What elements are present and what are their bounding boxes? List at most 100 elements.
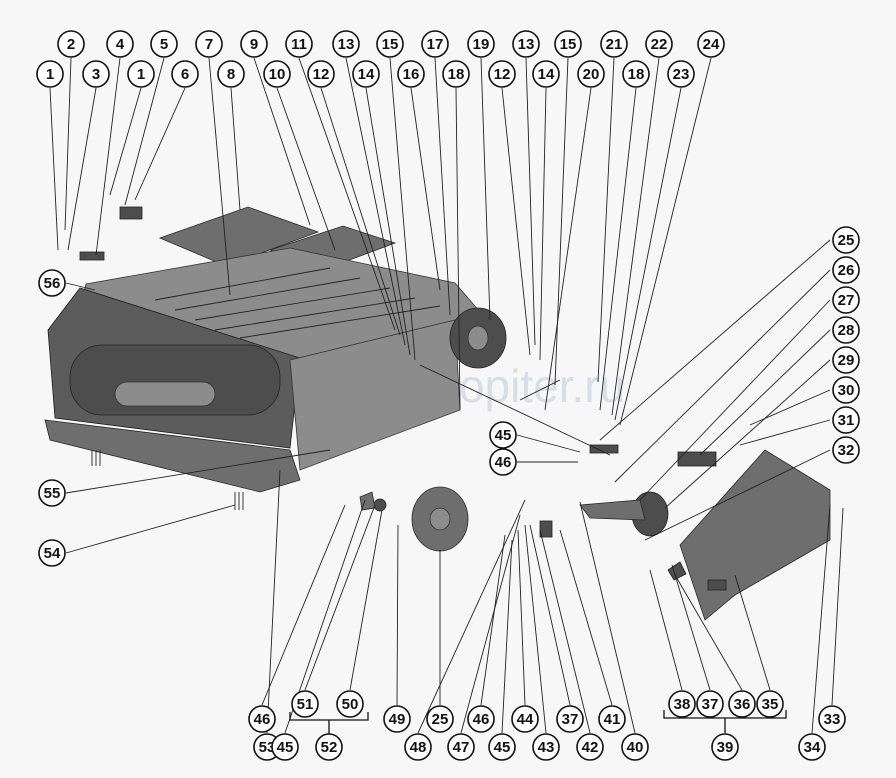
callout-number: 34 <box>804 739 821 756</box>
callout-number: 1 <box>137 66 145 83</box>
callout-number: 13 <box>518 36 535 53</box>
callout-22: 22 <box>645 30 673 58</box>
base-rail <box>44 419 301 493</box>
callout-number: 13 <box>338 36 355 53</box>
callout-37: 37 <box>696 690 724 718</box>
callout-number: 45 <box>494 739 511 756</box>
callout-layer: 1234156789101112131415161718191213141520… <box>36 30 860 761</box>
callout-circle <box>621 733 649 761</box>
callout-circle <box>622 60 650 88</box>
callout-circle <box>832 346 860 374</box>
callout-number: 35 <box>762 696 779 713</box>
callout-number: 4 <box>116 36 125 53</box>
group-bracket-52 <box>289 712 369 734</box>
callout-number: 18 <box>628 66 645 83</box>
small-parts <box>79 206 831 621</box>
callout-circle <box>171 60 199 88</box>
callout-number: 21 <box>606 36 623 53</box>
bolts-55 <box>91 450 101 466</box>
callout-number: 36 <box>734 696 751 713</box>
callout-circle <box>421 30 449 58</box>
pin-4 <box>79 251 105 261</box>
callout-14: 14 <box>532 60 560 88</box>
callout-circle <box>711 733 739 761</box>
callout-number: 6 <box>181 66 189 83</box>
callout-circle <box>532 733 560 761</box>
callout-number: 56 <box>44 275 61 292</box>
callout-circle <box>668 690 696 718</box>
callout-number: 53 <box>259 739 276 756</box>
callout-6: 6 <box>171 60 199 88</box>
callout-circle <box>488 733 516 761</box>
callout-46: 46 <box>248 705 276 733</box>
callout-38: 38 <box>668 690 696 718</box>
callout-number: 12 <box>494 66 511 83</box>
callout-circle <box>489 421 517 449</box>
callout-number: 46 <box>473 711 490 728</box>
washer-51 <box>359 491 376 511</box>
callout-30: 30 <box>832 376 860 404</box>
callout-circle <box>818 705 846 733</box>
callout-41: 41 <box>598 705 626 733</box>
callout-circle <box>263 60 291 88</box>
callout-number: 19 <box>473 36 490 53</box>
callout-10: 10 <box>263 60 291 88</box>
callout-circle <box>467 705 495 733</box>
callout-13: 13 <box>512 30 540 58</box>
callout-circle <box>511 705 539 733</box>
callout-number: 45 <box>495 427 512 444</box>
callout-39: 39 <box>711 733 739 761</box>
callout-circle <box>832 256 860 284</box>
callout-circle <box>645 30 673 58</box>
callout-number: 25 <box>838 232 855 249</box>
callout-circle <box>217 60 245 88</box>
callout-number: 33 <box>824 711 841 728</box>
callout-2: 2 <box>57 30 85 58</box>
callout-25: 25 <box>832 226 860 254</box>
frame-slats <box>154 267 441 339</box>
lever-40 <box>579 499 646 521</box>
callout-number: 40 <box>627 739 644 756</box>
callout-circle <box>832 316 860 344</box>
callout-number: 38 <box>674 696 691 713</box>
latch-36 <box>667 561 687 581</box>
callout-1: 1 <box>127 60 155 88</box>
callout-number: 28 <box>838 322 855 339</box>
callout-45: 45 <box>271 733 299 761</box>
callout-34: 34 <box>798 733 826 761</box>
callout-15: 15 <box>376 30 404 58</box>
callout-15: 15 <box>554 30 582 58</box>
callout-circle <box>489 448 517 476</box>
callout-number: 11 <box>291 36 307 53</box>
callout-18: 18 <box>622 60 650 88</box>
callout-circle <box>426 705 454 733</box>
callout-number: 7 <box>205 36 213 53</box>
callout-number: 27 <box>838 292 855 309</box>
callout-13: 13 <box>332 30 360 58</box>
callout-number: 9 <box>250 36 258 53</box>
bolts-54 <box>234 492 244 510</box>
callout-number: 23 <box>673 66 690 83</box>
callout-1: 1 <box>36 60 64 88</box>
callout-number: 50 <box>342 696 359 713</box>
callout-circle <box>82 60 110 88</box>
callout-21: 21 <box>600 30 628 58</box>
callout-19: 19 <box>467 30 495 58</box>
callout-number: 46 <box>495 454 512 471</box>
callout-circle <box>598 705 626 733</box>
callout-circle <box>315 733 343 761</box>
callout-35: 35 <box>756 690 784 718</box>
callout-number: 46 <box>254 711 271 728</box>
callout-circle <box>756 690 784 718</box>
callout-number: 31 <box>838 412 855 429</box>
callout-circle <box>696 690 724 718</box>
callout-number: 22 <box>651 36 668 53</box>
callout-circle <box>240 30 268 58</box>
callout-circle <box>404 733 432 761</box>
callout-number: 39 <box>717 739 734 756</box>
callout-52: 52 <box>315 733 343 761</box>
callout-number: 52 <box>321 739 338 756</box>
callout-number: 32 <box>838 442 855 459</box>
callout-circle <box>106 30 134 58</box>
